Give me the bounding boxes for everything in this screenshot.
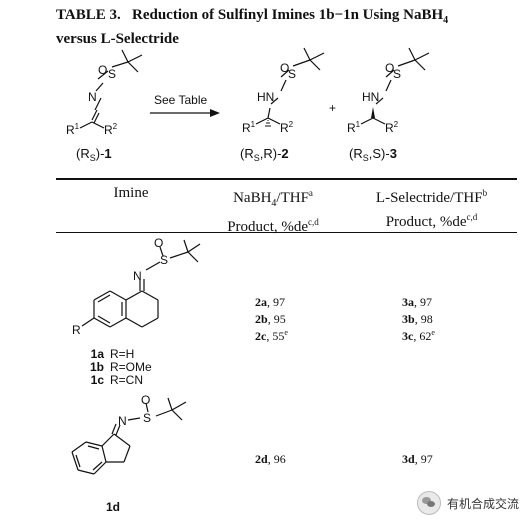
indanone-imine-structure <box>71 397 187 475</box>
atom-HN-prod3: HN <box>362 90 379 104</box>
atom-R1-prod3: R1 <box>347 120 361 135</box>
label-product-2: (RS,R)-2 <box>240 146 289 163</box>
table-header-rule <box>56 232 517 233</box>
tetralone-imine-structure <box>81 239 201 328</box>
atom-N-row2: N <box>118 414 127 428</box>
arrow-label: See Table <box>154 93 207 107</box>
caption-title-subscript: 4 <box>443 15 449 26</box>
table-cell: 3a, 97 <box>402 295 432 309</box>
starting-imine-structure <box>79 49 143 129</box>
product-2-structure <box>255 47 325 125</box>
header-imine: Imine <box>113 185 149 201</box>
label-product-3: (RS,S)-3 <box>349 146 397 163</box>
solid-wedge-3 <box>371 107 375 118</box>
table-cell: 2a, 97 <box>255 295 285 309</box>
atom-O-row2: O <box>141 393 150 407</box>
table-cell: 3b, 98 <box>402 312 433 326</box>
atom-S-row1: S <box>160 253 168 267</box>
ring-R-label: R <box>72 323 81 337</box>
atom-S-start: S <box>108 67 116 81</box>
row1-lselectride-values: 3a, 97 3b, 98 3c, 62e <box>402 292 435 343</box>
label-start-compound: (RS)-1 <box>76 146 112 163</box>
atom-O-row1: O <box>154 236 163 250</box>
header-nabh4-line2: Product, %dec,d <box>227 217 319 235</box>
watermark-text: 有机合成交流 <box>446 496 519 511</box>
atom-N-start: N <box>88 90 97 104</box>
row2-nabh4-value: 2d, 96 <box>255 452 286 466</box>
atom-R2-prod2: R2 <box>280 120 294 135</box>
plus-sign: + <box>329 101 336 115</box>
atom-S-prod2: S <box>288 67 296 81</box>
product-3-structure <box>360 47 430 125</box>
header-lsel-line1: L-Selectride/THFb <box>375 188 488 206</box>
atom-R1-start: R1 <box>66 122 80 137</box>
atom-R2-start: R2 <box>104 122 118 137</box>
atom-S-row2: S <box>143 411 151 425</box>
header-nabh4: NaBH4/THFa Product, %dec,d <box>208 184 338 237</box>
header-lsel-line2: Product, %dec,d <box>385 212 478 230</box>
table-cell: 2c, 55e <box>255 328 288 343</box>
watermark: 有机合成交流 <box>416 491 519 515</box>
atom-HN-prod2: HN <box>257 90 274 104</box>
atom-O-prod3: O <box>385 61 394 75</box>
header-lselectride: L-Selectride/THFb Product, %dec,d <box>344 184 519 232</box>
table-cell: 3c, 62e <box>402 328 435 343</box>
atom-S-prod3: S <box>393 67 401 81</box>
header-nabh4-line1: NaBH4/THFa <box>233 188 313 209</box>
atom-R2-prod3: R2 <box>385 120 399 135</box>
reaction-arrow <box>150 109 220 117</box>
hashed-wedge-2 <box>265 120 271 127</box>
wechat-icon <box>416 491 441 515</box>
atom-O-start: O <box>98 63 107 77</box>
compound-label-1d: 1d <box>106 500 121 514</box>
caption-label: TABLE 3. <box>56 7 121 23</box>
table-cell: 2b, 95 <box>255 312 286 326</box>
caption-title: Reduction of Sulfinyl Imines 1b−1n Using… <box>132 7 444 23</box>
caption-line-2: versus L-Selectride <box>56 31 179 47</box>
atom-N-row1: N <box>133 269 142 283</box>
table-top-rule <box>56 178 517 180</box>
atom-R1-prod2: R1 <box>242 120 256 135</box>
atom-O-prod2: O <box>280 61 289 75</box>
table-caption: TABLE 3. Reduction of Sulfinyl Imines 1b… <box>56 6 526 49</box>
row2-lselectride-value: 3d, 97 <box>402 452 433 466</box>
caption-line-1: TABLE 3. Reduction of Sulfinyl Imines 1b… <box>56 6 526 30</box>
row1-nabh4-values: 2a, 97 2b, 95 2c, 55e <box>255 292 288 343</box>
